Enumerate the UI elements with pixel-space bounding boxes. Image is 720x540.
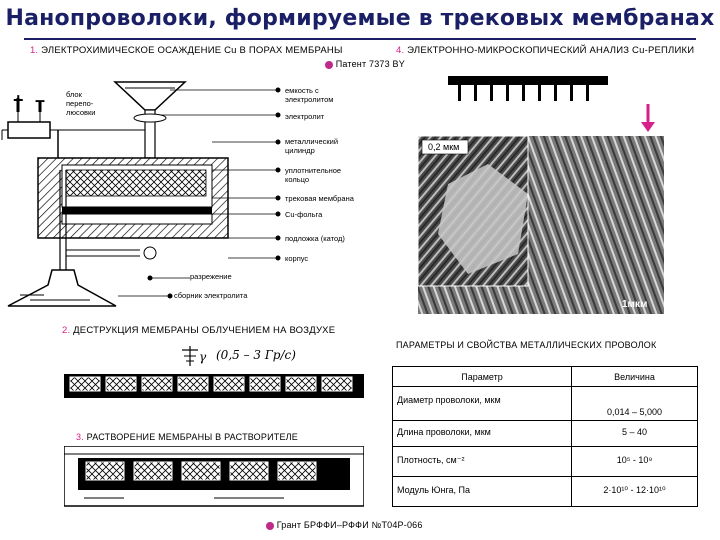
header-value: Величина: [571, 366, 698, 387]
patent-note: Патент 7373 BY: [325, 59, 405, 69]
plus-terminal: +: [13, 90, 24, 110]
grant-note: Грант БРФФИ–РФФИ №Т04Р-066: [266, 520, 423, 530]
gamma-symbol: γ: [199, 350, 207, 364]
table-row: Длина проволоки, мкм 5 – 40: [392, 420, 698, 447]
table-row: Диаметр проволоки, мкм 0,014 – 5,000: [392, 386, 698, 421]
dose-rate: (0,5 – 3 Гр/с): [216, 348, 296, 362]
irradiated-membrane-diagram: [64, 374, 364, 398]
section-4-heading: 4. ЭЛЕКТРОННО-МИКРОСКОПИЧЕСКИЙ АНАЛИЗ Cu…: [396, 45, 695, 56]
label-collector: сборник электролита: [174, 291, 248, 300]
params-table: Параметр Величина Диаметр проволоки, мкм…: [392, 366, 698, 507]
scale-label-top: 0,2 мкм: [428, 142, 460, 152]
bullet-icon: [266, 521, 274, 530]
label-vacuum: разрежение: [190, 272, 232, 281]
label-polarity-block: блок перепо- люсовки: [66, 90, 96, 117]
header-param: Параметр: [392, 366, 572, 387]
minus-terminal: –: [35, 90, 46, 110]
dissolved-membrane-diagram: [64, 446, 364, 507]
label-foil: Cu-фольга: [285, 210, 323, 219]
label-substrate: подложка (катод): [285, 234, 345, 243]
label-ring: уплотнительное кольцо: [285, 166, 342, 184]
section-2-heading: 2. ДЕСТРУКЦИЯ МЕМБРАНЫ ОБЛУЧЕНИЕМ НА ВОЗ…: [62, 325, 336, 336]
label-cylinder: металлический цилиндр: [285, 137, 339, 155]
label-membrane: трековая мембрана: [285, 194, 354, 203]
scale-label-bottom: 1мкм: [622, 299, 648, 310]
electrochemical-cell-diagram: [1, 81, 281, 307]
page-title: Нанопроволоки, формируемые в трековых ме…: [5, 6, 715, 31]
label-container: емкость с электролитом: [285, 86, 334, 104]
micrograph-area: [418, 76, 664, 324]
radiation-icon: [182, 346, 198, 366]
table-header-row: Параметр Величина: [392, 366, 698, 387]
label-body: корпус: [285, 254, 309, 263]
section-1-heading: 1. ЭЛЕКТРОХИМИЧЕСКОЕ ОСАЖДЕНИЕ Cu В ПОРА…: [30, 45, 343, 56]
table-row: Модуль Юнга, Па 2·10¹⁰ - 12·10¹⁰: [392, 476, 698, 507]
table-row: Плотность, см⁻² 10⁵ - 10⁹: [392, 446, 698, 477]
params-title: ПАРАМЕТРЫ И СВОЙСТВА МЕТАЛЛИЧЕСКИХ ПРОВО…: [396, 340, 657, 350]
bullet-icon: [325, 60, 333, 69]
title-underline: [24, 38, 696, 40]
section-3-heading: 3. РАСТВОРЕНИЕ МЕМБРАНЫ В РАСТВОРИТЕЛЕ: [76, 432, 298, 442]
label-electrolyte: электролит: [285, 112, 325, 121]
